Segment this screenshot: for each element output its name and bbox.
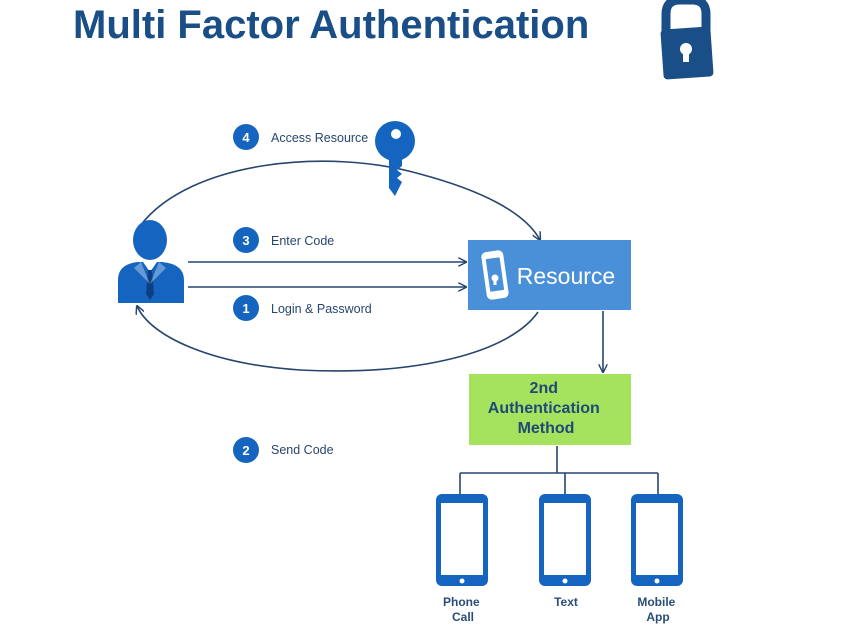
device-label: Text	[554, 595, 578, 609]
device-label-line-2: App	[646, 610, 669, 624]
step-enter-code: 3 Enter Code	[233, 227, 334, 253]
smartphone-icon	[631, 494, 683, 586]
resource-label: Resource	[517, 263, 615, 289]
page-title: Multi Factor Authentication	[73, 3, 589, 47]
phone-lock-icon	[481, 250, 509, 300]
padlock-icon	[660, 0, 714, 80]
auth-method-line-3: Method	[518, 420, 575, 437]
device-label: Phone Call	[443, 595, 483, 624]
step-label: Access Resource	[271, 131, 368, 145]
device-mobile-app: Mobile App	[631, 494, 683, 624]
step-number: 2	[242, 443, 249, 458]
step-access-resource: 4 Access Resource	[233, 124, 368, 150]
key-icon	[375, 121, 415, 196]
device-text: Text	[539, 494, 591, 609]
auth-method-line-1: 2nd	[530, 380, 558, 397]
device-connectors	[459, 446, 659, 495]
step-send-code: 2 Send Code	[233, 437, 334, 463]
device-label-line-2: Call	[452, 610, 474, 624]
step-number: 1	[242, 301, 249, 316]
step-number: 3	[242, 233, 249, 248]
auth-method-label: 2nd Authentication Method	[488, 380, 604, 437]
resource-box: Resource	[468, 240, 631, 310]
access-loop-top	[139, 160, 540, 240]
step-number-badge	[233, 437, 259, 463]
auth-method-line-2: Authentication	[488, 400, 600, 417]
step-number-badge	[233, 227, 259, 253]
step-number-badge	[233, 295, 259, 321]
user-icon	[118, 220, 184, 303]
device-label-line-1: Phone	[443, 595, 480, 609]
step-login-password: 1 Login & Password	[233, 295, 372, 321]
step-label: Enter Code	[271, 234, 334, 248]
smartphone-icon	[539, 494, 591, 586]
device-label-line-1: Mobile	[637, 595, 675, 609]
auth-method-box: 2nd Authentication Method	[469, 374, 631, 445]
step-number-badge	[233, 124, 259, 150]
step-number: 4	[242, 130, 250, 145]
smartphone-icon	[436, 494, 488, 586]
step-label: Login & Password	[271, 302, 372, 316]
device-label-line-1: Text	[554, 595, 578, 609]
device-label: Mobile App	[637, 595, 678, 624]
access-loop-bottom	[137, 306, 539, 372]
step-label: Send Code	[271, 443, 334, 457]
device-phone-call: Phone Call	[436, 494, 488, 624]
